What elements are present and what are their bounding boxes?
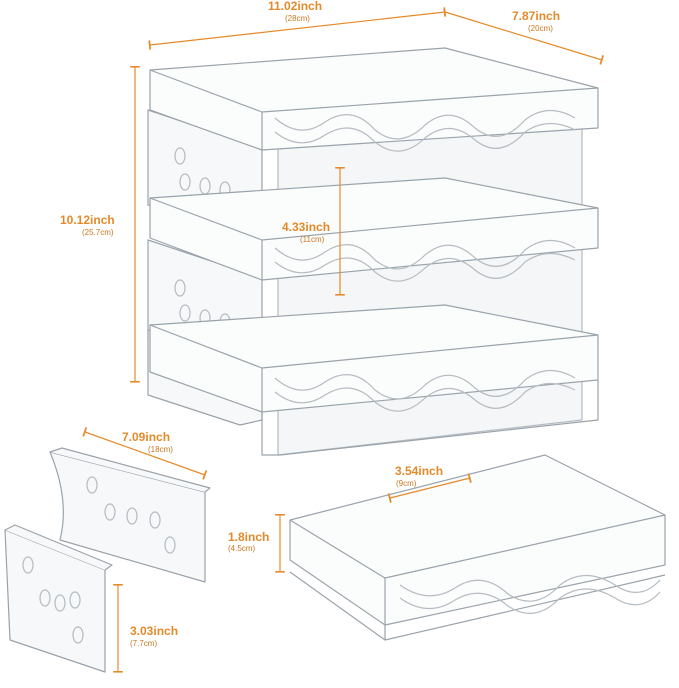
side-panel-lower (4, 524, 113, 673)
tier-gap-label: 4.33inch (282, 220, 331, 234)
depth-label: 7.87inch (512, 9, 561, 23)
width-label: 11.02inch (268, 0, 323, 13)
depth-cm-label: (20cm) (528, 24, 553, 33)
height-label: 10.12inch (60, 213, 115, 227)
side-panel-height-label: 3.03inch (130, 624, 179, 638)
side-panel-height-cm-label: (7.7cm) (130, 639, 158, 648)
slot-width-cm-label: (9cm) (396, 479, 417, 488)
tier-top (149, 47, 599, 152)
tier-gap-cm-label: (11cm) (300, 235, 325, 244)
rack-height-label: 1.8inch (228, 530, 270, 544)
side-panel-width-label: 7.09inch (122, 430, 171, 444)
dimension-lines (82, 7, 604, 673)
height-cm-label: (25.7cm) (82, 228, 114, 237)
stacked-rack (147, 47, 599, 456)
tier-middle (149, 177, 599, 282)
single-tray (289, 454, 666, 641)
rack-height-cm-label: (4.5cm) (228, 544, 256, 553)
side-panel-width-cm-label: (18cm) (148, 445, 173, 454)
tier-bottom (149, 304, 599, 456)
width-cm-label: (28cm) (285, 14, 310, 23)
slot-width-label: 3.54inch (395, 464, 444, 478)
